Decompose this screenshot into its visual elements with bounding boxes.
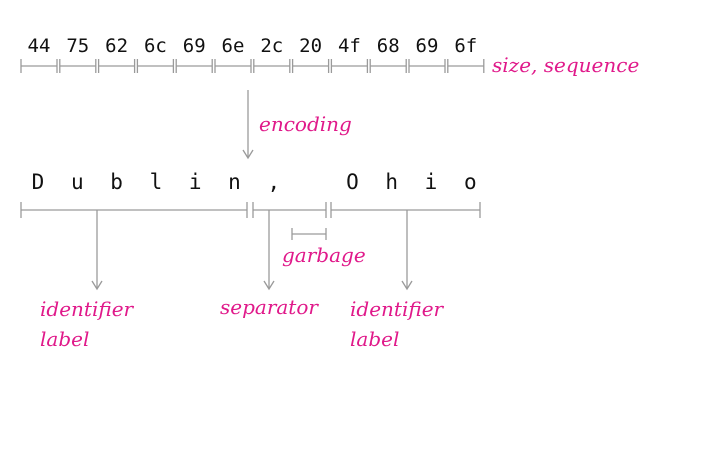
- garbage-label: garbage: [282, 243, 366, 267]
- byte-hex: 6f: [454, 35, 477, 57]
- separator-bracket: [252, 202, 327, 218]
- identifier-left-label-line2: label: [40, 327, 89, 351]
- decoded-character: l: [150, 170, 163, 194]
- byte-hex: 6c: [144, 35, 167, 57]
- identifier-left-label-line1: identifier: [40, 297, 135, 321]
- byte-size-bracket: [291, 59, 330, 73]
- identifier-bracket-left: [20, 202, 248, 218]
- byte-hex: 75: [66, 35, 89, 57]
- byte-size-bracket: [253, 59, 291, 73]
- size-sequence-label: size, sequence: [492, 53, 639, 77]
- decoded-character: D: [32, 170, 45, 194]
- identifier-left-arrow: [91, 210, 103, 291]
- decoded-character: n: [228, 170, 241, 194]
- byte-size-bracket: [447, 59, 485, 73]
- byte-size-bracket: [369, 59, 407, 73]
- decoded-character: i: [189, 170, 202, 194]
- identifier-right-arrow: [401, 210, 413, 291]
- decoded-character: h: [385, 170, 398, 194]
- decoded-character: o: [464, 170, 477, 194]
- decoded-character: O: [346, 170, 359, 194]
- encoding-arrow: [242, 90, 254, 160]
- decoded-character: b: [110, 170, 123, 194]
- byte-hex: 69: [416, 35, 439, 57]
- byte-size-bracket: [59, 59, 97, 73]
- byte-size-bracket: [330, 59, 369, 73]
- identifier-bracket-right: [330, 202, 481, 218]
- identifier-right-label-line1: identifier: [350, 297, 445, 321]
- garbage-bracket: [291, 228, 327, 240]
- decoded-character: u: [71, 170, 84, 194]
- byte-hex: 2c: [260, 35, 283, 57]
- byte-hex: 69: [183, 35, 206, 57]
- separator-label: separator: [220, 295, 319, 319]
- byte-hex: 44: [28, 35, 51, 57]
- byte-size-bracket: [214, 59, 252, 73]
- encoding-label: encoding: [259, 112, 352, 136]
- byte-size-bracket: [97, 59, 136, 73]
- byte-hex: 62: [105, 35, 128, 57]
- byte-hex: 4f: [338, 35, 361, 57]
- byte-size-bracket: [175, 59, 213, 73]
- decoded-character: i: [425, 170, 438, 194]
- byte-size-bracket: [20, 59, 58, 73]
- byte-brackets: [20, 59, 485, 73]
- byte-size-bracket: [408, 59, 446, 73]
- byte-hex: 6e: [222, 35, 245, 57]
- byte-hex: 20: [299, 35, 322, 57]
- byte-row: 44 75 62 6c 69 6e 2c 20 4f 68 69 6f: [28, 35, 478, 57]
- byte-size-bracket: [136, 59, 175, 73]
- separator-arrow: [263, 210, 275, 291]
- decoded-character: ,: [267, 170, 280, 194]
- byte-hex: 68: [377, 35, 400, 57]
- identifier-right-label-line2: label: [350, 327, 399, 351]
